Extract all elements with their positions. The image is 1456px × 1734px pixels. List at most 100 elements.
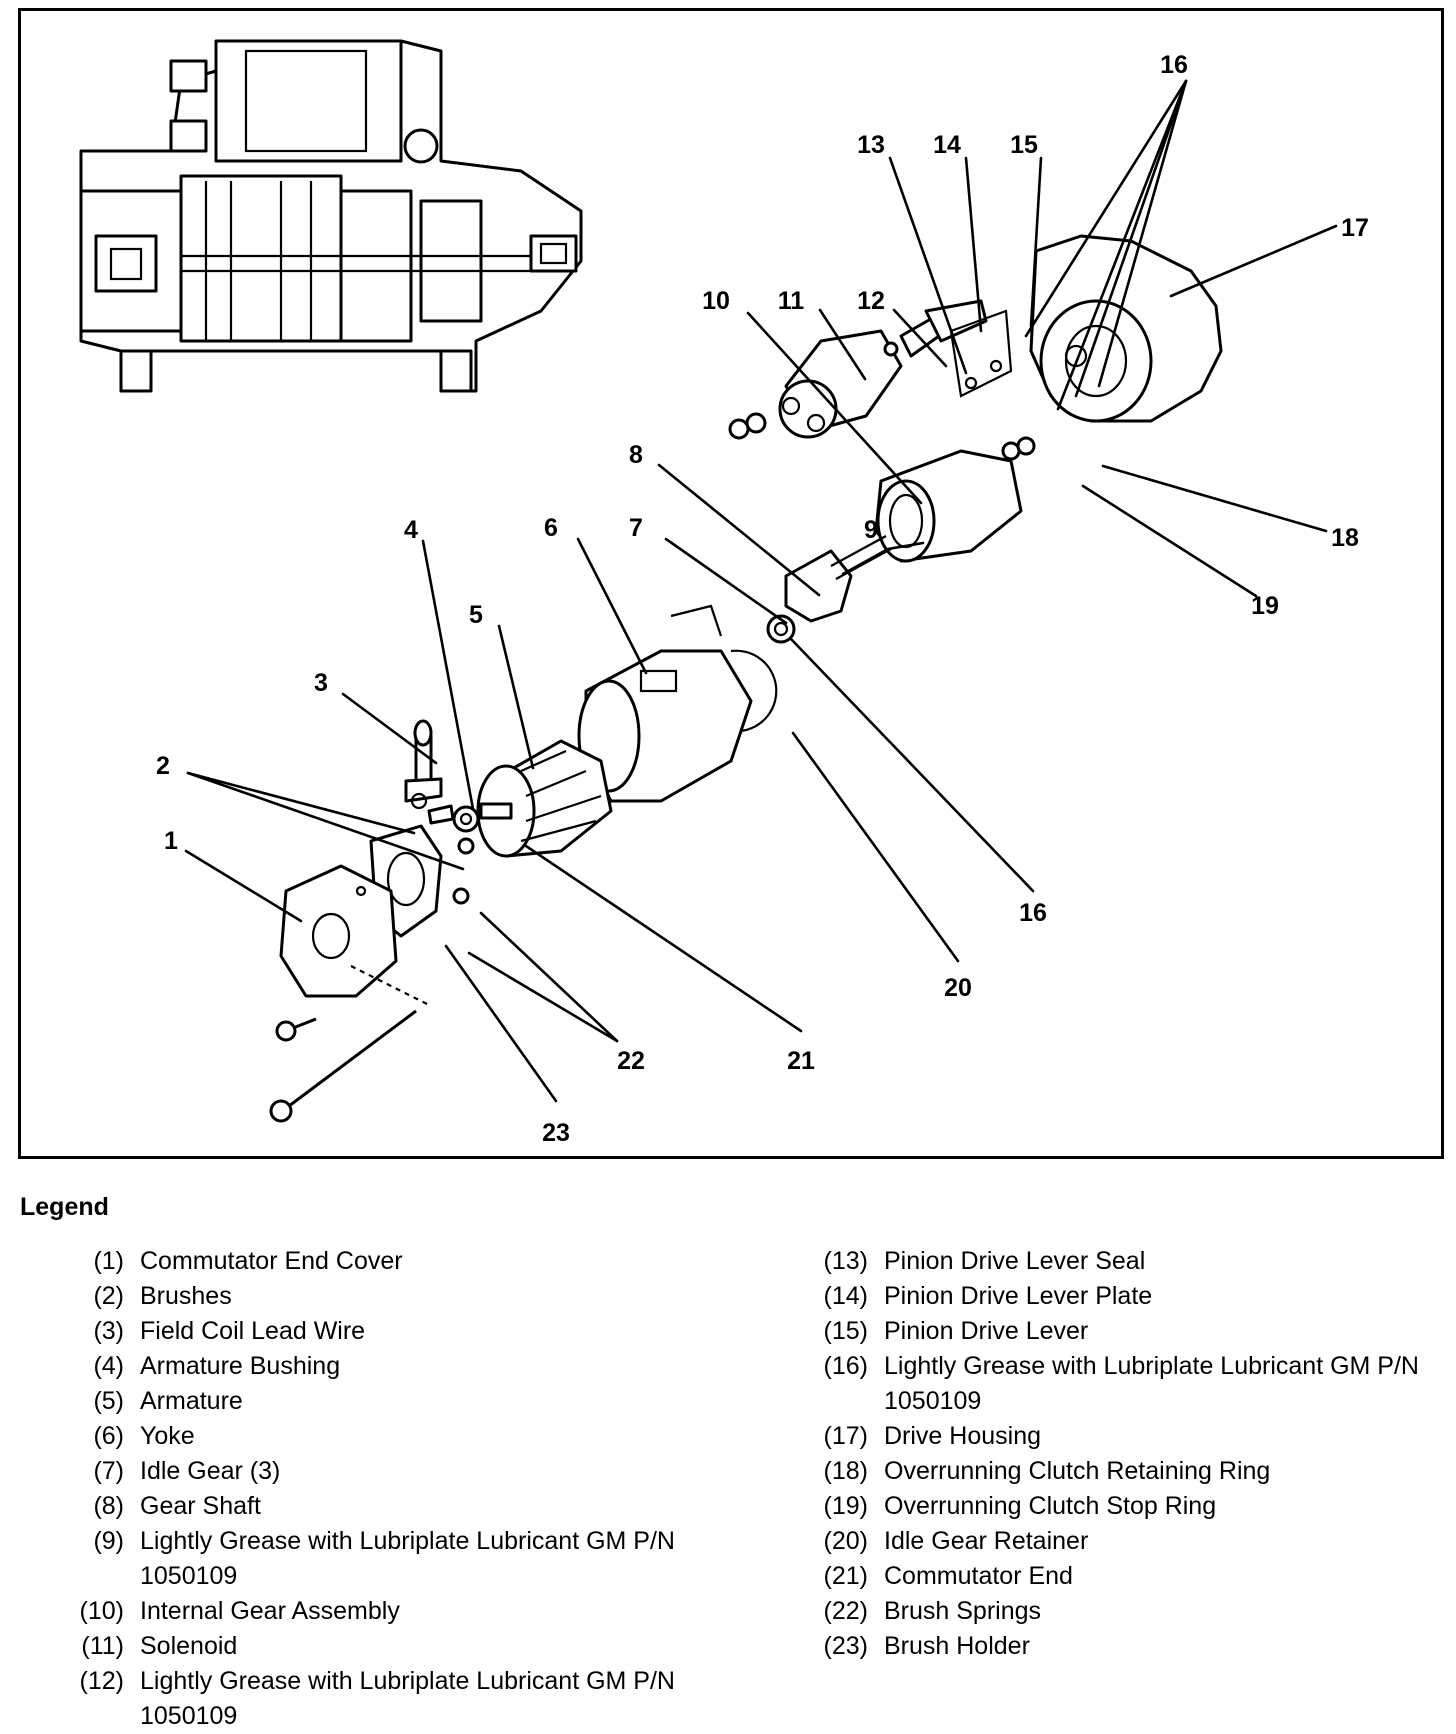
legend-item: (13)Pinion Drive Lever Seal <box>806 1244 1446 1279</box>
idle-gear <box>766 614 796 644</box>
legend-item: (4) Armature Bushing <box>62 1349 722 1384</box>
legend-item: (3) Field Coil Lead Wire <box>62 1314 722 1349</box>
legend-text: Drive Housing <box>884 1422 1042 1450</box>
commutator-end-cover <box>279 864 398 998</box>
callout-16-right: 16 <box>1019 899 1047 927</box>
legend-text: Yoke <box>140 1422 195 1450</box>
legend-number: (15) <box>823 1317 868 1345</box>
solenoid <box>728 329 903 440</box>
exploded-diagram: 1 2 3 4 5 6 7 8 9 10 11 12 13 14 15 16 1… <box>18 8 1444 1159</box>
armature-bushing <box>452 805 480 833</box>
legend-item: (1)Commutator End Cover <box>62 1244 722 1279</box>
legend-item: (16) Lightly Grease with Lubriplate Lubri… <box>806 1349 1446 1419</box>
callout-13: 13 <box>857 131 885 159</box>
legend-text: Armature <box>140 1387 243 1415</box>
diagram-canvas: 1 2 3 4 5 6 7 8 9 10 11 12 13 14 15 16 1… <box>79 39 1369 1147</box>
assembled-starter-section <box>79 39 583 393</box>
legend-number: (20) <box>823 1527 868 1555</box>
callout-9: 9 <box>864 516 878 544</box>
legend-text: Idle Gear (3) <box>140 1457 281 1485</box>
legend-number: (23) <box>823 1632 868 1660</box>
callout-4: 4 <box>404 516 418 544</box>
legend-text: Solenoid <box>140 1632 238 1660</box>
legend-item: (21) Commutator End <box>806 1559 1446 1594</box>
legend-text: Overrunning Clutch Retaining Ring <box>884 1457 1271 1485</box>
callout-3: 3 <box>314 669 328 697</box>
legend-item: (5) Armature <box>62 1384 722 1419</box>
legend-item: (7)Idle Gear (3) <box>62 1454 722 1489</box>
legend-number: (6) <box>93 1422 124 1450</box>
legend-item: (22) Brush Springs <box>806 1594 1446 1629</box>
legend-text: Field Coil Lead Wire <box>140 1317 366 1345</box>
legend-text: Pinion Drive Lever <box>884 1317 1089 1345</box>
callout-6: 6 <box>544 514 558 542</box>
legend-item: (8) Gear Shaft <box>62 1489 722 1524</box>
legend-number: (22) <box>823 1597 868 1625</box>
legend-item: (14) Pinion Drive Lever Plate <box>806 1279 1446 1314</box>
armature <box>476 739 613 858</box>
legend-item: (19) Overrunning Clutch Stop Ring <box>806 1489 1446 1524</box>
legend-number: (13) <box>823 1247 868 1275</box>
leader-lines <box>184 79 1338 1103</box>
legend-text: Pinion Drive Lever Plate <box>884 1282 1153 1310</box>
legend-number: (9) <box>93 1527 124 1555</box>
legend-column-left: (1)Commutator End Cover (2) Brushes (3) Fi… <box>62 1244 722 1734</box>
callout-2: 2 <box>156 752 170 780</box>
legend-text: Brush Springs <box>884 1597 1042 1625</box>
callout-22: 22 <box>617 1047 645 1075</box>
internal-gear-assembly <box>874 436 1036 563</box>
callout-5: 5 <box>469 601 483 629</box>
legend-number: (5) <box>93 1387 124 1415</box>
legend-number: (3) <box>93 1317 124 1345</box>
legend-number: (16) <box>823 1352 868 1380</box>
legend-text: Brush Holder <box>884 1632 1030 1660</box>
callout-labels: 1 2 3 4 5 6 7 8 9 10 11 12 13 14 15 16 1… <box>156 51 1369 1147</box>
callout-21: 21 <box>787 1047 815 1075</box>
legend-text: Internal Gear Assembly <box>140 1597 400 1625</box>
callout-16-top: 16 <box>1160 51 1188 79</box>
legend-number: (1) <box>93 1247 124 1275</box>
legend-item: (11)Solenoid <box>62 1629 722 1664</box>
callout-19: 19 <box>1251 592 1279 620</box>
callout-14: 14 <box>933 131 961 159</box>
legend-text: Lightly Grease with Lubriplate Lubricant… <box>140 1667 675 1730</box>
callout-8: 8 <box>629 441 643 469</box>
legend-number: (12) <box>79 1667 124 1695</box>
legend-item: (15) Pinion Drive Lever <box>806 1314 1446 1349</box>
legend-item: (17) Drive Housing <box>806 1419 1446 1454</box>
legend-number: (18) <box>823 1457 868 1485</box>
legend-column-right: (13)Pinion Drive Lever Seal (14) Pinion D… <box>806 1244 1446 1664</box>
legend-text: Armature Bushing <box>140 1352 341 1380</box>
legend-text: Commutator End <box>884 1562 1073 1590</box>
legend-item: (6) Yoke <box>62 1419 722 1454</box>
legend-number: (17) <box>823 1422 868 1450</box>
legend-text: Lightly Grease with Lubriplate Lubricant… <box>884 1352 1419 1415</box>
legend-number: (8) <box>93 1492 124 1520</box>
legend-text: Overrunning Clutch Stop Ring <box>884 1492 1217 1520</box>
legend-number: (14) <box>823 1282 868 1310</box>
legend-item: (9)Lightly Grease with Lubriplate Lubric… <box>62 1524 722 1594</box>
through-bolts <box>269 965 432 1123</box>
legend-text: Idle Gear Retainer <box>884 1527 1089 1555</box>
callout-18: 18 <box>1331 524 1359 552</box>
legend-item: (23) Brush Holder <box>806 1629 1446 1664</box>
legend-number: (19) <box>823 1492 868 1520</box>
legend-number: (21) <box>823 1562 868 1590</box>
legend-title: Legend <box>20 1193 109 1221</box>
callout-20: 20 <box>944 974 972 1002</box>
callout-11: 11 <box>778 287 805 315</box>
legend-item: (2) Brushes <box>62 1279 722 1314</box>
legend-item: (18) Overrunning Clutch Retaining Ring <box>806 1454 1446 1489</box>
legend-text: Gear Shaft <box>140 1492 261 1520</box>
callout-7: 7 <box>629 514 643 542</box>
legend-item: (12) Lightly Grease with Lubriplate Lubri… <box>62 1664 722 1734</box>
callout-15: 15 <box>1010 131 1038 159</box>
field-coil-lead-wire <box>404 719 455 825</box>
legend-item: (20) Idle Gear Retainer <box>806 1524 1446 1559</box>
callout-12: 12 <box>857 287 885 315</box>
callout-10: 10 <box>702 287 730 315</box>
legend-text: Brushes <box>140 1282 232 1310</box>
legend-number: (10) <box>79 1597 124 1625</box>
legend-number: (2) <box>93 1282 124 1310</box>
legend-number: (4) <box>93 1352 124 1380</box>
